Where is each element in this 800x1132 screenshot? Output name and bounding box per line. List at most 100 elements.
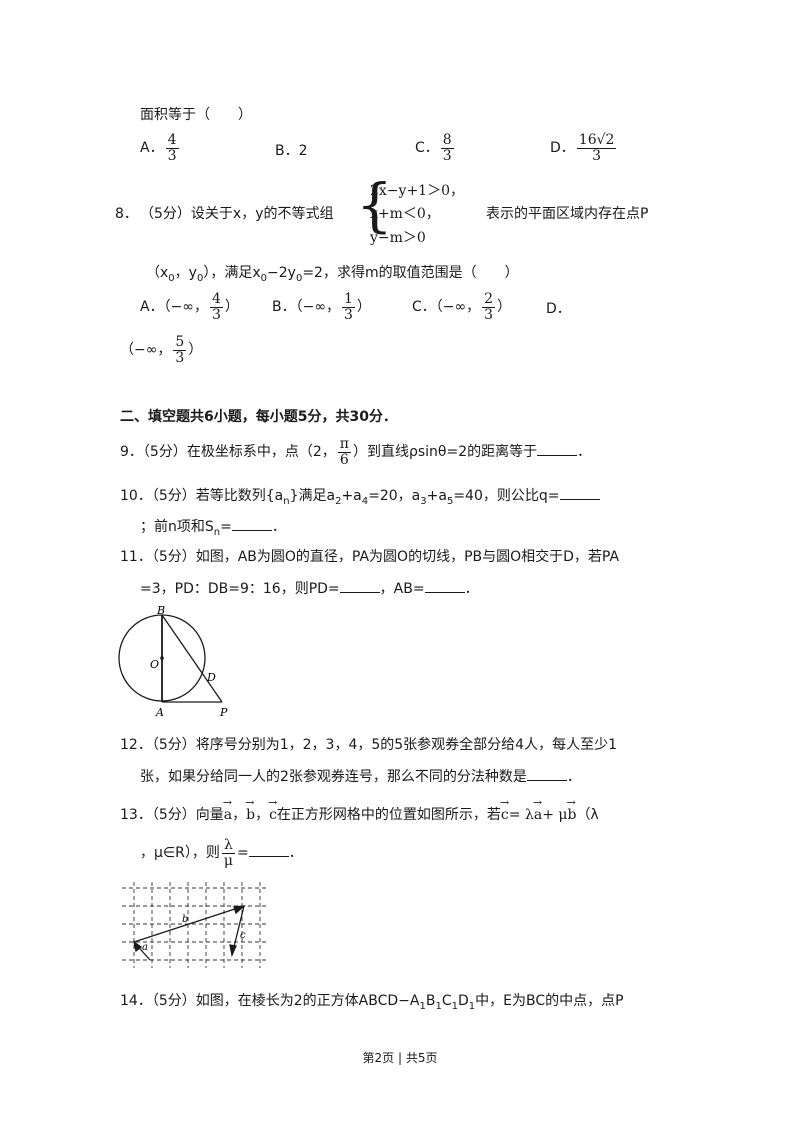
label-b: B [156,605,165,617]
q13-frac-den: μ [223,852,233,869]
q11-line2-b: ，AB= [379,581,425,597]
label-p: P [219,706,228,719]
q8-sub-0b: 0 [196,272,204,284]
q13-number: 13． [120,807,152,823]
q10-sub-n: n [283,495,290,507]
q8-text-after: 表示的平面区域内存在点P [486,206,649,222]
q11-line-2: =3，PD：DB=9：16，则PD=，AB=． [140,578,479,598]
q13-frac-num: λ [221,837,235,854]
q13-text-a: （5分）向量 [151,807,224,823]
q8-number: 8． [115,206,138,222]
q12-answer-blank[interactable] [526,766,567,781]
q10-line-1: 10．（5分）若等比数列{an}满足a2+a4=20，a3+a5=40，则公比q… [120,485,600,507]
q8-opt-c-label: C．（−∞， [412,299,481,316]
q7-text: 面积等于（ ） [140,107,252,123]
q10-answer-blank-2[interactable] [231,516,272,531]
q12-number: 12． [120,737,152,753]
q13-answer-blank[interactable] [248,842,289,858]
vector-b-line [133,905,245,943]
q7-option-b: B．2 [275,143,308,159]
section-heading: 二、填空题共6小题，每小题5分，共30分． [120,409,397,425]
q10-text-b: }满足a [289,488,336,504]
q9-text-a: （5分）在极坐标系中，点（2， [142,444,336,461]
secant-pb [161,614,223,703]
q8-opt-a-den: 3 [211,306,221,323]
q7-option-a-label: A． [140,140,164,157]
q8-line2-d: −2y [267,265,296,281]
q14-sub-a1: 1 [419,1000,426,1012]
q8-opt-b-den: 3 [344,306,353,323]
q8-line2-b: ，y [174,265,197,281]
q13-text-b: 在正方形网格中的位置如图所示，若 [276,807,501,823]
q14-text-b: 中，E为BC的中点，点P [475,993,624,1009]
q12-line2: 张，如果分给同一人的2张参观券连号，那么不同的分法种数是 [140,769,527,785]
q8-sub-0d: 0 [295,272,303,284]
q10-text-c: +a [341,488,362,504]
q8-opt-b-label: B．（−∞， [272,299,340,316]
q9-text-b: ）到直线ρsinθ=2的距离等于 [352,444,538,461]
q8-line-2: （x0，y0），满足x0−2y0=2，求得m的取值范围是（ ） [146,262,519,284]
q8-opt-a-label: A．（−∞， [140,299,208,316]
q12-line-2: 张，如果分给同一人的2张参观券连号，那么不同的分法种数是 ． [140,766,581,786]
q7-d-den: 3 [592,147,602,164]
q7-option-d-label: D． [550,140,575,157]
q13-eq-plus: + μ [542,807,568,823]
q14-sub-d1: 1 [468,1000,476,1012]
q8-sub-0: 0 [168,272,175,284]
grid-lines [122,882,266,968]
q8-opt-c-den: 3 [484,306,494,323]
q13-vector-a: a [223,796,233,823]
q8-opt-a-num: 4 [209,291,223,308]
q9-frac-num: π [337,436,351,453]
q14-line-1: 14．（5分）如图，在棱长为2的正方体ABCD−A1B1C1D1中，E为BC的中… [120,990,624,1012]
q7-c-num: 8 [440,132,454,149]
q13-comma-1: ， [232,807,247,823]
q9-frac-den: 6 [339,451,349,468]
q14-text-a: （5分）如图，在棱长为2的正方体ABCD−A [151,993,420,1009]
q11-answer-blank-2[interactable] [424,578,465,593]
q10-line-2: ；前n项和Sn=． [140,516,286,538]
q7-c-den: 3 [442,147,452,164]
label-a: A [155,706,164,719]
q8-opt-c-num: 2 [482,291,496,308]
q7-a-den: 3 [167,147,177,164]
q10-text-d: =20，a [368,488,421,504]
system-brace: { [356,171,393,239]
q9-end: ． [577,444,592,461]
q13-line2-b: = [236,845,249,862]
q8-text-before: （5分）设关于x，y的不等式组 [140,206,334,222]
q13-line-1: 13．（5分）向量a，b，c在正方形网格中的位置如图所示，若c= λa+ μb（… [120,796,599,824]
q10-text-e: +a [426,488,447,504]
q8-opt-d-close: ） [188,342,203,359]
q8-line2-e: =2，求得m的取值范围是（ ） [302,265,519,281]
q8-line2-a: （x [146,265,169,281]
q10-sub-3: 3 [420,495,427,507]
q9-answer-blank[interactable] [537,441,578,457]
q12-end: ． [566,769,581,785]
q8-option-d-label: D． [546,301,571,317]
q8-opt-d-num: 5 [173,334,187,351]
q8-system-line-2: x+m＜0， [370,206,440,222]
q10-sub-5: 5 [446,495,454,507]
q8-line2-c: ），满足x [203,265,261,281]
q11-line1: （5分）如图，AB为圆O的直径，PA为圆O的切线，PB与圆O相交于D，若PA [151,549,620,565]
q9-number: 9． [120,444,143,461]
q14-c: C [441,993,452,1009]
q8-sub-0c: 0 [260,272,268,284]
q14-sub-c1: 1 [451,1000,458,1012]
q10-answer-blank-1[interactable] [559,485,600,500]
q11-answer-blank-1[interactable] [339,578,380,593]
q8-opt-b-close: ） [356,299,371,316]
q14-b: B [425,993,436,1009]
vector-c-arrowhead [229,944,237,958]
q13-end: ． [288,845,303,862]
q11-number: 11． [120,549,152,565]
q8-opt-c-close: ） [497,299,512,316]
